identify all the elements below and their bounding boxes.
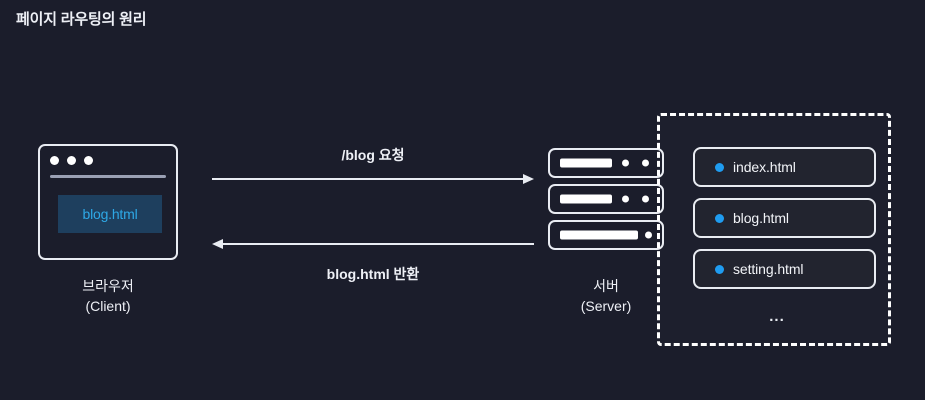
response-arrow-line [222,243,534,245]
client-caption-line1: 브라우저 [82,278,134,294]
browser-window: blog.html [38,144,178,260]
window-dot-maximize-icon [84,156,93,165]
client-caption-line2: (Client) [85,298,131,314]
client-caption: 브라우저 (Client) [38,276,178,316]
browser-address-bar [50,175,166,178]
rendered-page-chip: blog.html [58,195,162,233]
file-name-label: setting.html [733,261,804,277]
server-caption-line1: 서버 [593,278,619,294]
bullet-icon [715,213,724,223]
window-controls [50,156,93,165]
file-name-label: index.html [733,159,796,175]
bullet-icon [715,264,724,274]
server-files-group: index.html blog.html setting.html ... [657,113,891,346]
request-arrow-line [212,178,524,180]
server-rack-unit-1 [548,148,664,178]
rack-led-icon [622,195,629,203]
arrow-head-left-icon [212,239,223,249]
file-list: index.html blog.html setting.html [693,147,876,300]
rack-bar-icon [560,230,638,240]
bullet-icon [715,162,724,172]
request-arrow-label: /blog 요청 [341,147,405,163]
file-list-more-indicator: ... [769,308,785,325]
server-rack-unit-3 [548,220,664,250]
rack-bar-icon [560,158,612,168]
window-dot-close-icon [50,156,59,165]
rack-led-icon [645,231,652,239]
rack-led-icon [642,159,649,167]
server-rack-unit-2 [548,184,664,214]
server-icon [548,148,664,256]
rack-led-icon [642,195,649,203]
file-item-setting[interactable]: setting.html [693,249,876,289]
file-name-label: blog.html [733,210,789,226]
arrow-head-right-icon [523,174,534,184]
rack-led-icon [622,159,629,167]
window-dot-minimize-icon [67,156,76,165]
file-item-index[interactable]: index.html [693,147,876,187]
server-caption-line2: (Server) [580,298,632,314]
file-item-blog[interactable]: blog.html [693,198,876,238]
response-arrow-label: blog.html 반환 [326,266,420,282]
rendered-page-label: blog.html [82,206,138,222]
page-title: 페이지 라우팅의 원리 [16,11,147,28]
server-caption: 서버 (Server) [548,276,664,316]
rack-bar-icon [560,194,612,204]
